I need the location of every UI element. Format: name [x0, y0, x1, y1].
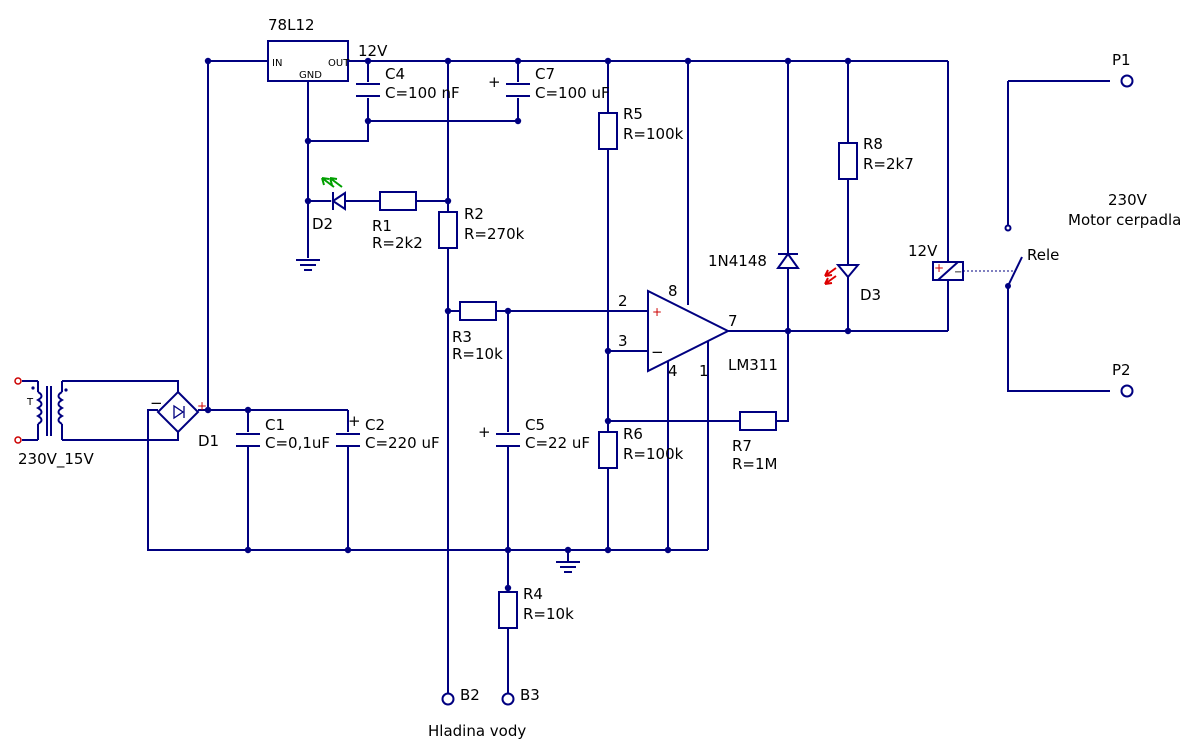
red-light-arrows-icon	[824, 267, 837, 285]
regulator-label: 78L12	[268, 16, 315, 34]
opamp-pins-p3: 3	[618, 332, 628, 350]
resistors-r5-value: R=100k	[623, 125, 684, 143]
comparator-lm311: + − 2 3 8 4 1 7 LM311	[618, 282, 778, 380]
resistors-r3-value: R=10k	[452, 345, 503, 363]
caps-c2-name: C2	[365, 416, 385, 434]
regulator-pin-out: OUT	[328, 58, 350, 69]
relay-coil: + − 12V	[908, 242, 964, 281]
resistors-r2-name: R2	[464, 205, 484, 223]
terminal-p1: P1	[1112, 51, 1134, 88]
opamp-pins-p8: 8	[668, 282, 678, 300]
caps-c4-name: C4	[385, 65, 405, 83]
resistors-r5-name: R5	[623, 105, 643, 123]
caps-c2-pol: +	[348, 412, 361, 430]
opamp-pins-p4: 4	[668, 362, 678, 380]
regulator-pin-gnd: GND	[299, 70, 322, 81]
resistor-r8: R8 R=2k7	[838, 135, 914, 180]
bridge-name: D1	[198, 432, 219, 450]
wires	[22, 60, 1110, 693]
resistor-r1: R1 R=2k2	[372, 191, 423, 252]
ground-icon	[556, 561, 580, 573]
diode-1n4148: 1N4148	[708, 252, 800, 270]
caps-c5-value: C=22 uF	[525, 434, 590, 452]
resistors-r1-value: R=2k2	[372, 234, 423, 252]
bridge-rectifier-d1: − + D1	[150, 390, 219, 450]
caps-c4-value: C=100 nF	[385, 84, 460, 102]
ground-icon	[296, 259, 320, 271]
relay-name: Rele	[1027, 246, 1059, 264]
resistors-r7-value: R=1M	[732, 455, 777, 473]
opamp-pins-p7: 7	[728, 312, 738, 330]
resistor-r2: R2 R=270k	[438, 205, 525, 249]
resistors-r1-name: R1	[372, 217, 392, 235]
capacitor-c7: + C7 C=100 uF	[488, 65, 610, 102]
terminal-p2: P2	[1112, 361, 1134, 398]
diodes-d2: D2	[312, 215, 333, 233]
resistor-r3: R3 R=10k	[452, 301, 503, 363]
caps-c2-value: C=220 uF	[365, 434, 440, 452]
caps-c1-name: C1	[265, 416, 285, 434]
terminal-b2: B2	[441, 686, 480, 706]
transformer: T 230V_15V	[14, 377, 94, 469]
water-level-caption: Hladina vody	[428, 722, 526, 740]
regulator-78l12: IN GND OUT 78L12	[267, 16, 350, 82]
resistors-r3-name: R3	[452, 328, 472, 346]
resistors-r8-value: R=2k7	[863, 155, 914, 173]
capacitor-c2: + C2 C=220 uF	[336, 412, 440, 452]
resistors-r7-name: R7	[732, 437, 752, 455]
capacitor-c1: C1 C=0,1uF	[236, 416, 330, 452]
terminals-p1: P1	[1112, 51, 1131, 69]
led-d2: D2	[312, 177, 346, 233]
transformer-label: 230V_15V	[18, 450, 94, 469]
resistors-r4-name: R4	[523, 585, 543, 603]
terminals-b2: B2	[460, 686, 480, 704]
motor-label-line1: 230V	[1108, 191, 1148, 209]
resistors-r4-value: R=10k	[523, 605, 574, 623]
terminal-b3: B3	[501, 686, 540, 706]
opamp-plus-sign: +	[652, 305, 662, 319]
resistor-r4: R4 R=10k	[498, 585, 574, 629]
capacitor-c4: C4 C=100 nF	[356, 65, 460, 102]
caps-c1-value: C=0,1uF	[265, 434, 330, 452]
rail-12v-label: 12V	[358, 42, 388, 60]
opamp-name: LM311	[728, 356, 778, 374]
bridge-minus: −	[150, 394, 163, 412]
motor-label-line2: Motor cerpadla	[1068, 211, 1181, 229]
bridge-plus: +	[197, 399, 207, 413]
terminals-b3: B3	[520, 686, 540, 704]
relay-voltage: 12V	[908, 242, 938, 260]
green-light-arrows-icon	[321, 177, 343, 188]
regulator-pin-in: IN	[272, 58, 282, 69]
diodes-d3: D3	[860, 286, 881, 304]
resistor-r6: R6 R=100k	[598, 425, 684, 469]
resistors-r2-value: R=270k	[464, 225, 525, 243]
resistors-r8-name: R8	[863, 135, 883, 153]
caps-c5-pol: +	[478, 423, 491, 441]
relay-contact: Rele	[1004, 224, 1059, 289]
resistor-r5: R5 R=100k	[598, 105, 684, 150]
caps-c7-name: C7	[535, 65, 555, 83]
opamp-minus-sign: −	[651, 343, 664, 361]
resistor-r7: R7 R=1M	[732, 411, 777, 473]
diodes-flyback: 1N4148	[708, 252, 767, 270]
caps-c5-name: C5	[525, 416, 545, 434]
terminals-p2: P2	[1112, 361, 1131, 379]
transformer-mark: T	[26, 397, 34, 408]
relay-plus: +	[934, 261, 944, 275]
capacitor-c5: + C5 C=22 uF	[478, 416, 590, 452]
junction-dots	[204, 57, 852, 592]
opamp-pins-p2: 2	[618, 292, 628, 310]
resistors-r6-name: R6	[623, 425, 643, 443]
opamp-pins-p1: 1	[699, 362, 709, 380]
led-d3: D3	[824, 264, 881, 304]
caps-c7-pol: +	[488, 73, 501, 91]
relay-minus: −	[954, 267, 962, 278]
caps-c7-value: C=100 uF	[535, 84, 610, 102]
resistors-r6-value: R=100k	[623, 445, 684, 463]
